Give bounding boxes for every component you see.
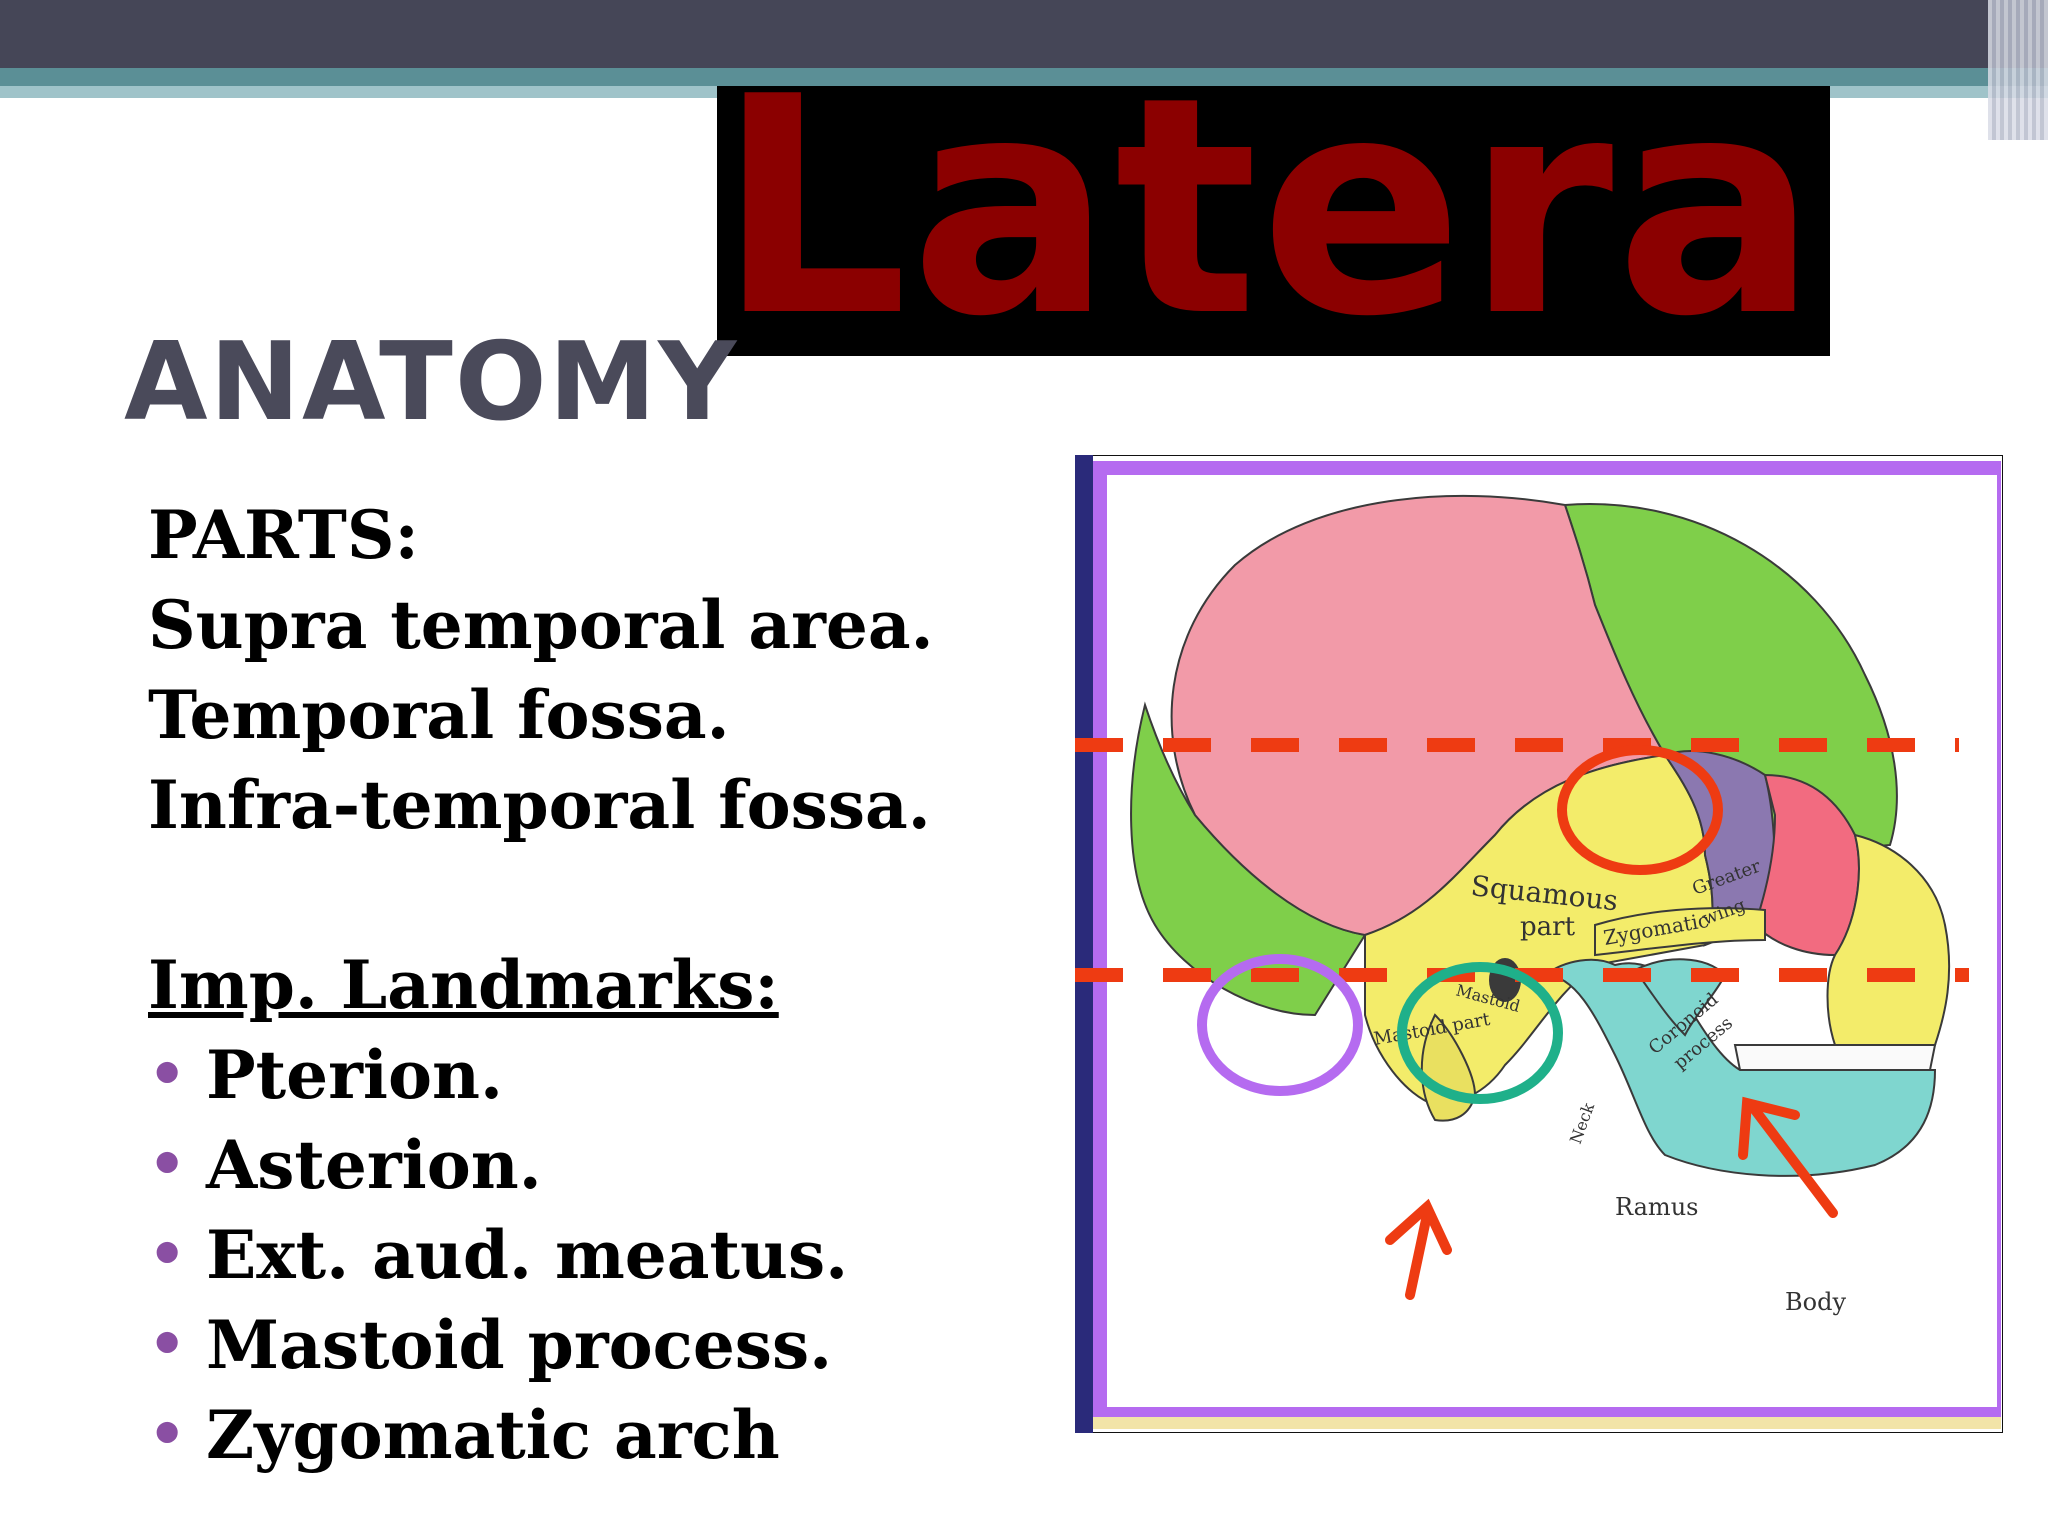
landmark-item: • Asterion. bbox=[148, 1120, 1048, 1210]
zygomatic-arrow-icon bbox=[1738, 1096, 1838, 1218]
landmark-text: Ext. aud. meatus. bbox=[206, 1216, 849, 1294]
body-label: Body bbox=[1785, 1288, 1846, 1316]
content-text: PARTS: Supra temporal area. Temporal fos… bbox=[148, 490, 1048, 1480]
part-item: Temporal fossa. bbox=[148, 676, 730, 754]
bullet-icon: • bbox=[148, 1130, 187, 1200]
ramus-label: Ramus bbox=[1615, 1193, 1698, 1221]
slide-heading: ANATOMY bbox=[124, 320, 739, 445]
landmark-item: • Mastoid process. bbox=[148, 1300, 1048, 1390]
landmark-text: Mastoid process. bbox=[206, 1306, 833, 1384]
title-banner: Lateral bbox=[717, 86, 1830, 356]
pterion-circle bbox=[1557, 745, 1723, 875]
skull-diagram: Squamous part Greater wing Mastoid Masto… bbox=[1075, 494, 1969, 1316]
teeth bbox=[1733, 1044, 1937, 1071]
spacer bbox=[148, 850, 1048, 940]
bullet-icon: • bbox=[148, 1400, 187, 1470]
landmark-text: Zygomatic arch bbox=[206, 1396, 780, 1474]
neck-label: Neck bbox=[1566, 1100, 1598, 1146]
title-bar bbox=[0, 0, 2048, 68]
figure-frame-bottom bbox=[1093, 1417, 2001, 1429]
landmark-item: • Pterion. bbox=[148, 1030, 1048, 1120]
figure-frame-edge bbox=[1075, 455, 1093, 1433]
parts-label: PARTS: bbox=[148, 496, 419, 574]
part-item: Infra-temporal fossa. bbox=[148, 766, 931, 844]
landmark-item: • Zygomatic arch bbox=[148, 1390, 1048, 1480]
corner-decoration bbox=[1988, 0, 2048, 140]
landmark-list: •Pterion. •Asterion. •Ext. aud. meatus. … bbox=[148, 1030, 1048, 1480]
part-item: Supra temporal area. bbox=[148, 586, 934, 664]
bullet-icon: • bbox=[148, 1220, 187, 1290]
landmark-item: • Ext. aud. meatus. bbox=[148, 1210, 1048, 1300]
landmark-text: Pterion. bbox=[206, 1036, 503, 1114]
zygomatic-arch bbox=[1594, 907, 1766, 957]
skull-figure: Squamous part Greater wing Mastoid Masto… bbox=[1075, 455, 2003, 1433]
bullet-icon: • bbox=[148, 1310, 187, 1380]
part-label: part bbox=[1520, 912, 1576, 942]
landmark-text: Asterion. bbox=[206, 1126, 542, 1204]
mastoid-arrow-icon bbox=[1385, 1198, 1452, 1300]
bullet-icon: • bbox=[148, 1040, 187, 1110]
asterion-circle bbox=[1197, 954, 1363, 1096]
ext-auditory-meatus-circle bbox=[1397, 962, 1563, 1104]
occipital-bone bbox=[1130, 701, 1367, 1017]
mandible-bone bbox=[1542, 958, 1937, 1177]
title-banner-text: Lateral bbox=[717, 86, 1830, 356]
landmarks-label: Imp. Landmarks: bbox=[148, 946, 779, 1024]
accent-stripe bbox=[0, 68, 2048, 86]
